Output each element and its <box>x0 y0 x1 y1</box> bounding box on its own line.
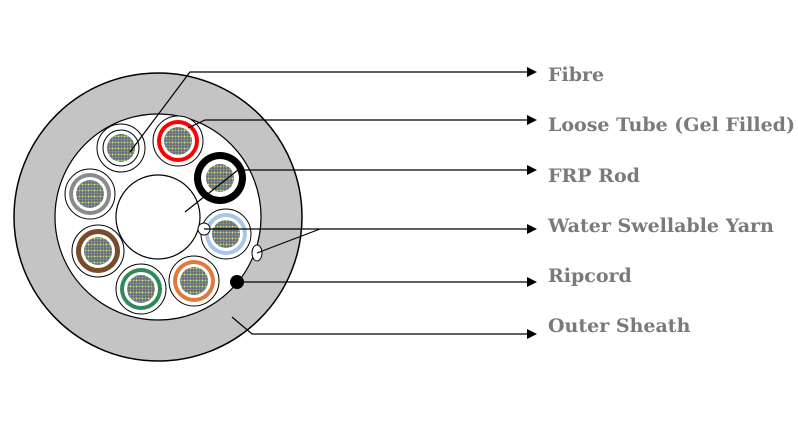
loose-tube-grey <box>64 168 116 220</box>
label-outer-sheath: Outer Sheath <box>548 315 691 337</box>
loose-tube-orange <box>168 255 220 307</box>
leader-line-yarn-branch <box>256 228 321 254</box>
loose-tube-green <box>115 263 167 315</box>
label-fibre: Fibre <box>548 64 605 86</box>
label-ripcord: Ripcord <box>548 265 632 287</box>
loose-tube-white <box>96 123 146 173</box>
loose-tubes <box>64 115 252 315</box>
loose-tube-brown <box>71 224 125 278</box>
leader-line-outer-sheath <box>231 316 537 339</box>
leader-line-loose-tube <box>187 115 537 129</box>
label-water-swellable-yarn: Water Swellable Yarn <box>548 215 774 237</box>
loose-tube-blue <box>200 208 252 260</box>
label-loose-tube: Loose Tube (Gel Filled) <box>548 114 795 136</box>
frp-rod <box>115 174 201 260</box>
leader-line-fibre <box>129 67 537 153</box>
leader-lines <box>129 67 537 339</box>
leader-line-frp-rod <box>184 165 537 213</box>
loose-tube-black <box>194 152 246 204</box>
loose-tube-red <box>152 115 204 167</box>
label-frp-rod: FRP Rod <box>548 165 640 187</box>
